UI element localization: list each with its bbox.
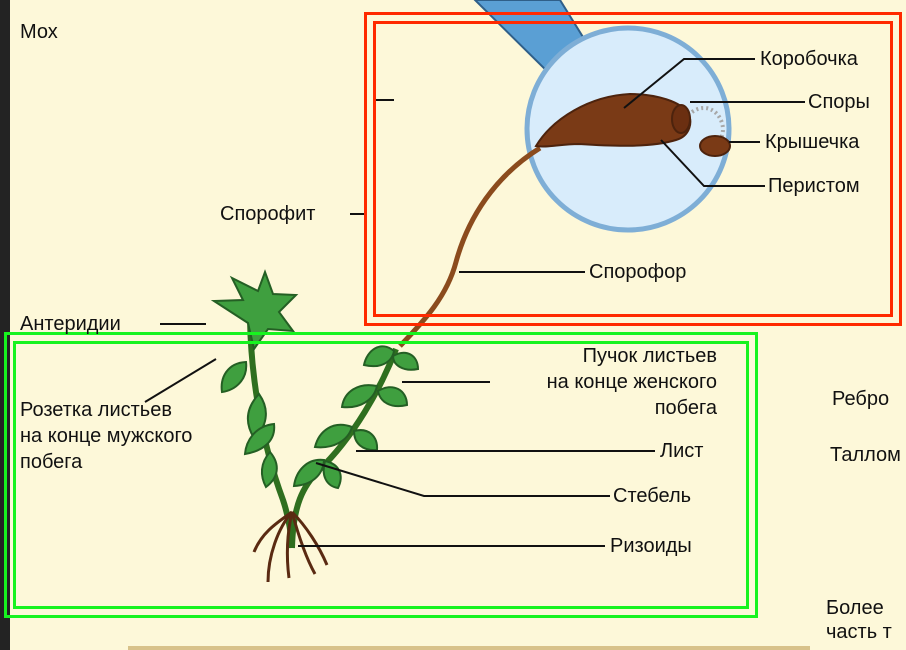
female-tuft-label-line-1: Пучок листьев — [495, 344, 717, 368]
side-label-thallus: Таллом — [830, 443, 901, 467]
antheridia-label: Антеридии — [20, 312, 121, 336]
stem-label: Стебель — [613, 484, 691, 508]
male-rosette-label-line-3: побега — [20, 450, 82, 474]
male-rosette-label-line-2: на конце мужского — [20, 424, 192, 448]
cap-label: Крышечка — [765, 130, 859, 154]
side-label-more-line-2: часть т — [826, 620, 892, 644]
sporophore-label: Спорофор — [589, 260, 686, 284]
side-label-rib: Ребро — [832, 387, 889, 411]
spores-label: Споры — [808, 90, 870, 114]
leaf-label: Лист — [660, 439, 703, 463]
female-tuft-label-line-2: на конце женского — [495, 370, 717, 394]
peristome-label: Перистом — [768, 174, 860, 198]
female-tuft-label-line-3: побега — [495, 396, 717, 420]
male-rosette-label-line-1: Розетка листьев — [20, 398, 172, 422]
rhizoids-label: Ризоиды — [610, 534, 692, 558]
side-label-more-line-1: Более — [826, 596, 884, 620]
bottom-divider — [128, 646, 810, 650]
moss-title-label: Мох — [20, 20, 58, 44]
capsule-label: Коробочка — [760, 47, 858, 71]
sporophyte-label: Спорофит — [220, 202, 315, 226]
